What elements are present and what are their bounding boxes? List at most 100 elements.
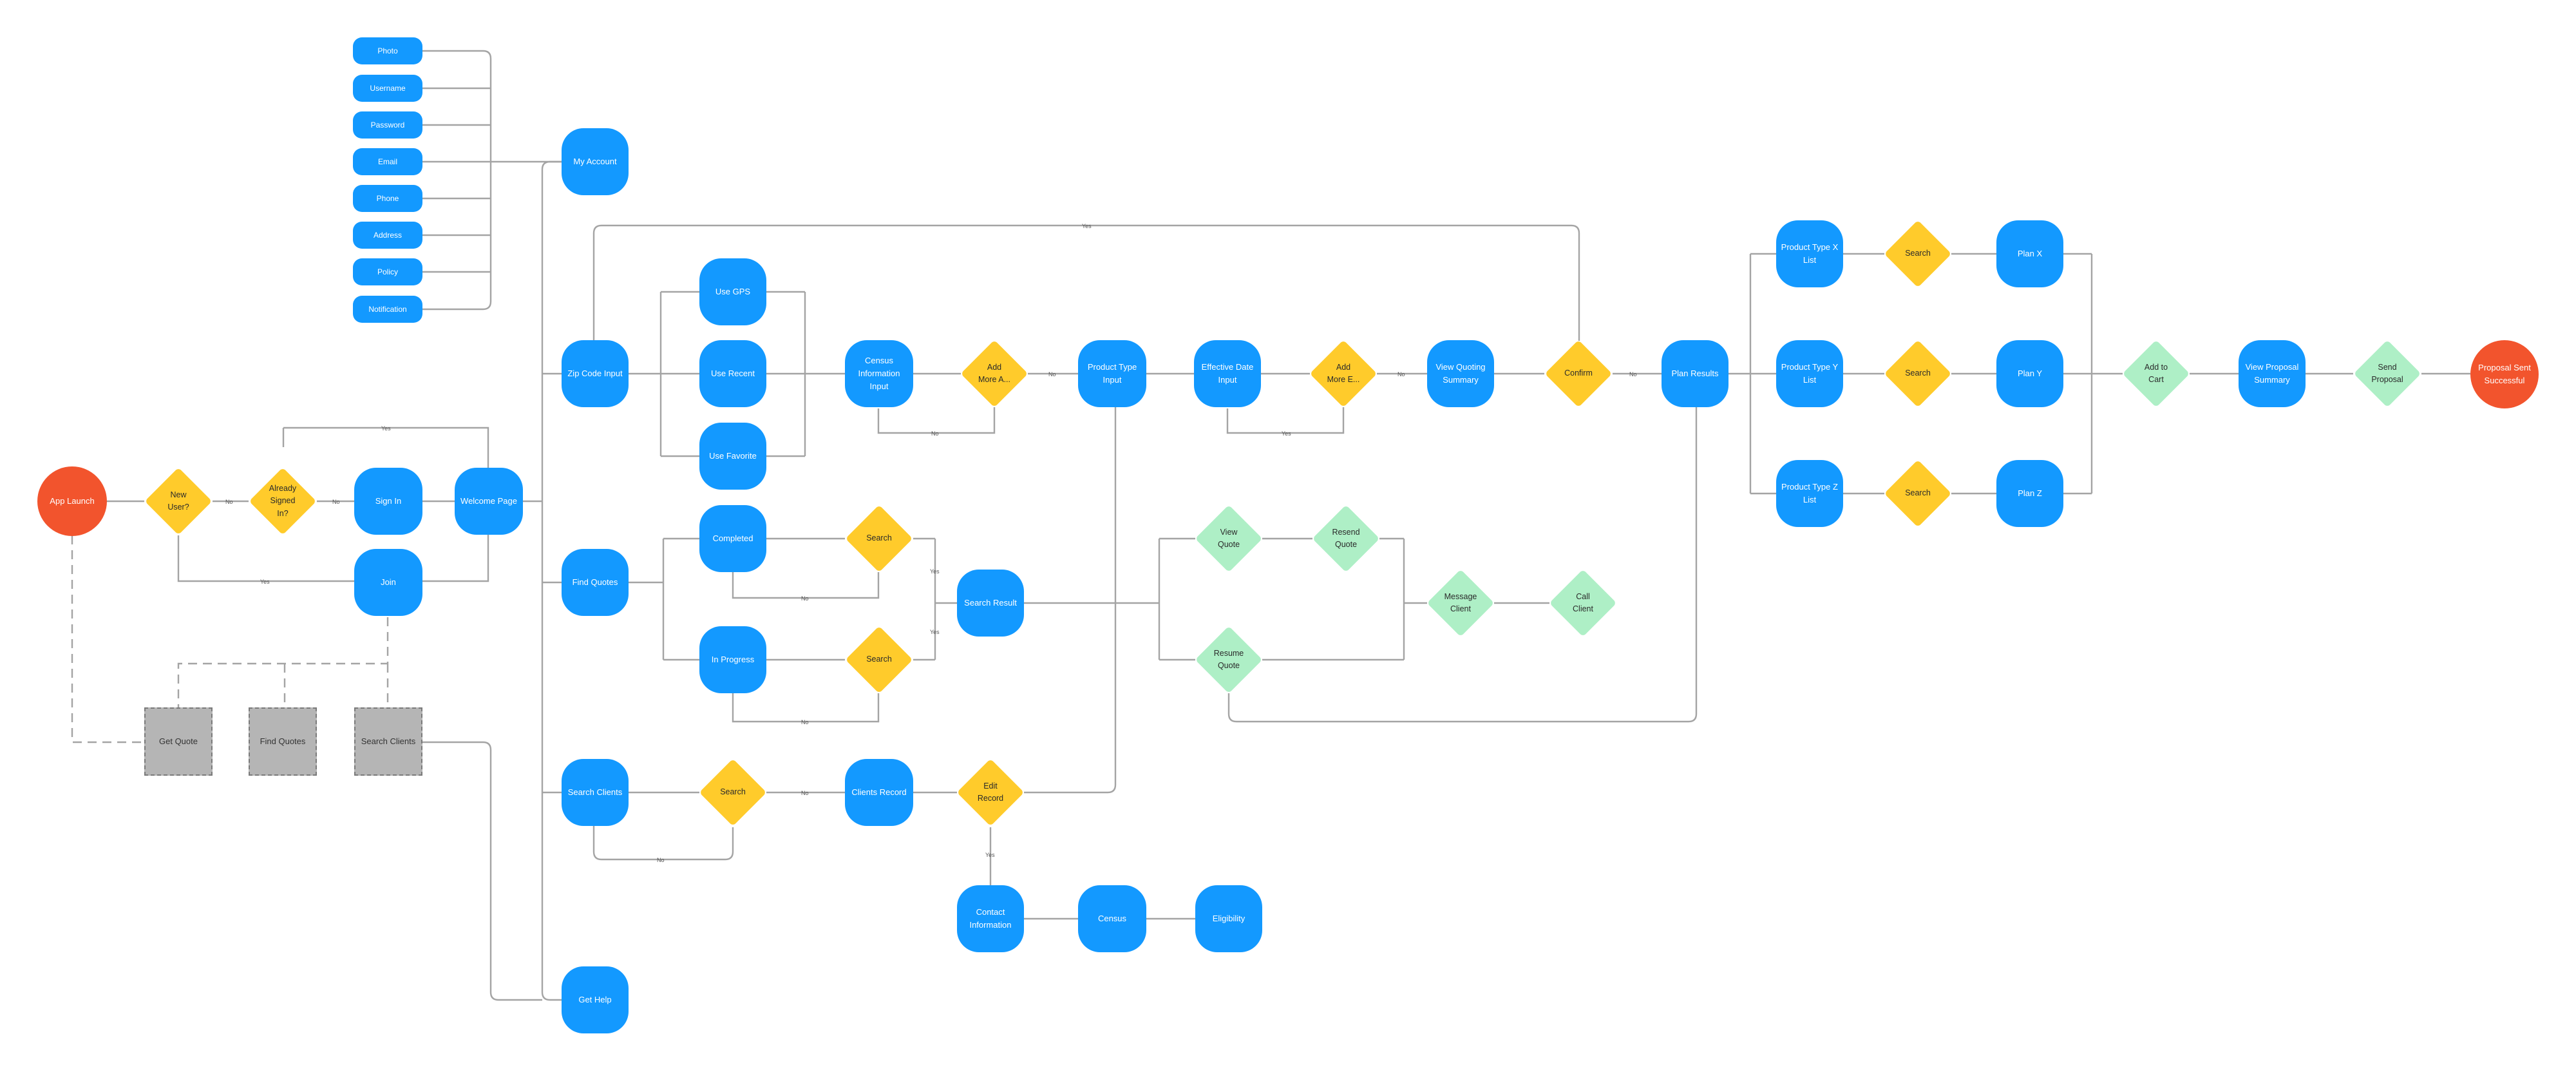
census-label: Census (1097, 913, 1127, 923)
edge-label: No (225, 499, 233, 505)
edge-label: No (1048, 371, 1056, 378)
photo-node[interactable]: Photo (353, 37, 422, 64)
search-clients-decision-label: Search (720, 787, 746, 797)
username-node[interactable]: Username (353, 75, 422, 102)
policy-label: Policy (377, 267, 398, 276)
email-node[interactable]: Email (353, 148, 422, 175)
call-client-label: Call Client (1573, 591, 1593, 613)
search-y-decision[interactable]: Search (1884, 340, 1951, 407)
use-gps-node[interactable]: Use GPS (699, 258, 766, 325)
add-more-e-decision[interactable]: Add More E... (1310, 340, 1377, 407)
effective-date-input-node[interactable]: Effective Date Input (1194, 340, 1261, 407)
in-progress-node[interactable]: In Progress (699, 626, 766, 693)
proposal-sent-successful-node[interactable]: Proposal Sent Successful (2470, 340, 2539, 408)
plan-y-node[interactable]: Plan Y (1996, 340, 2063, 407)
edit-record-decision[interactable]: Edit Record (957, 759, 1024, 826)
get-help-node[interactable]: Get Help (562, 966, 629, 1033)
resend-quote-label: Resend Quote (1332, 527, 1360, 549)
search-clients-decision[interactable]: Search (699, 759, 766, 826)
plan-x-node[interactable]: Plan X (1996, 220, 2063, 287)
password-node[interactable]: Password (353, 111, 422, 139)
search-clients-shortcut[interactable]: Search Clients (354, 707, 422, 776)
product-type-input-node[interactable]: Product Type Input (1078, 340, 1146, 407)
find-quotes-node[interactable]: Find Quotes (562, 549, 629, 616)
send-proposal-action[interactable]: Send Proposal (2353, 340, 2421, 407)
search-completed-decision[interactable]: Search (845, 505, 913, 572)
find-quotes-shortcut[interactable]: Find Quotes (249, 707, 317, 776)
message-client-label: Message Client (1444, 591, 1477, 613)
view-quote-action[interactable]: View Quote (1195, 505, 1262, 572)
new-user-decision[interactable]: New User? (144, 466, 213, 536)
connector (629, 291, 699, 457)
connector (629, 537, 699, 661)
search-z-decision[interactable]: Search (1884, 460, 1951, 527)
use-recent-node[interactable]: Use Recent (699, 340, 766, 407)
census-node[interactable]: Census (1078, 885, 1146, 952)
connector (422, 50, 492, 311)
add-more-a-label: Add More A... (978, 362, 1011, 384)
welcome-page-node[interactable]: Welcome Page (455, 468, 523, 535)
product-type-z-list-node[interactable]: Product Type Z List (1776, 460, 1843, 527)
search-x-decision[interactable]: Search (1884, 220, 1951, 287)
get-quote-shortcut[interactable]: Get Quote (144, 707, 213, 776)
already-signed-in-decision[interactable]: Already Signed In? (249, 466, 317, 536)
join-node[interactable]: Join (354, 549, 422, 616)
resend-quote-action[interactable]: Resend Quote (1312, 505, 1379, 572)
edge-label: No (931, 430, 939, 437)
confirm-decision[interactable]: Confirm (1544, 340, 1613, 407)
edge-label: Yes (1282, 430, 1291, 437)
sign-in-label: Sign In (375, 495, 402, 506)
product-type-y-list-node[interactable]: Product Type Y List (1776, 340, 1843, 407)
connector (732, 572, 880, 599)
eligibility-label: Eligibility (1212, 913, 1245, 923)
census-information-input-node[interactable]: Census Information Input (845, 340, 913, 407)
add-to-cart-action[interactable]: Add to Cart (2123, 340, 2190, 407)
my-account-node[interactable]: My Account (562, 128, 629, 195)
policy-node[interactable]: Policy (353, 258, 422, 285)
edge-label: No (1397, 371, 1405, 378)
add-more-a-decision[interactable]: Add More A... (961, 340, 1028, 407)
plan-results-node[interactable]: Plan Results (1662, 340, 1728, 407)
effective-date-input-label: Effective Date Input (1201, 361, 1254, 385)
search-y-label: Search (1905, 369, 1931, 378)
search-in-progress-decision[interactable]: Search (845, 626, 913, 693)
product-type-x-list-node[interactable]: Product Type X List (1776, 220, 1843, 287)
plan-z-node[interactable]: Plan Z (1996, 460, 2063, 527)
edge-label: No (801, 595, 809, 602)
connector (1951, 253, 1996, 495)
zip-code-input-node[interactable]: Zip Code Input (562, 340, 629, 407)
connector (422, 741, 542, 1001)
eligibility-node[interactable]: Eligibility (1195, 885, 1262, 952)
phone-node[interactable]: Phone (353, 185, 422, 212)
completed-node[interactable]: Completed (699, 505, 766, 572)
call-client-action[interactable]: Call Client (1549, 570, 1616, 637)
connector (766, 537, 845, 661)
resume-quote-action[interactable]: Resume Quote (1195, 626, 1262, 693)
view-quote-label: View Quote (1217, 527, 1240, 549)
clients-record-node[interactable]: Clients Record (845, 759, 913, 826)
get-help-label: Get Help (578, 994, 612, 1004)
search-clients-node[interactable]: Search Clients (562, 759, 629, 826)
search-z-label: Search (1905, 488, 1931, 498)
search-x-label: Search (1905, 249, 1931, 258)
photo-label: Photo (377, 46, 398, 55)
search-result-node[interactable]: Search Result (957, 570, 1024, 637)
edge-label: Yes (985, 852, 995, 858)
message-client-action[interactable]: Message Client (1427, 570, 1494, 637)
product-type-z-list-label: Product Type Z List (1781, 481, 1838, 504)
edge-label: No (332, 499, 340, 505)
sign-in-node[interactable]: Sign In (354, 468, 422, 535)
my-account-label: My Account (573, 156, 617, 166)
view-proposal-summary-node[interactable]: View Proposal Summary (2239, 340, 2306, 407)
connector (177, 617, 389, 707)
find-quotes-label: Find Quotes (572, 577, 618, 587)
address-node[interactable]: Address (353, 222, 422, 249)
view-quoting-summary-node[interactable]: View Quoting Summary (1427, 340, 1494, 407)
contact-information-node[interactable]: Contact Information (957, 885, 1024, 952)
notification-node[interactable]: Notification (353, 296, 422, 323)
app-launch-node[interactable]: App Launch (37, 466, 107, 536)
use-favorite-node[interactable]: Use Favorite (699, 423, 766, 490)
connector (542, 372, 562, 794)
plan-x-label: Plan X (2017, 248, 2043, 258)
